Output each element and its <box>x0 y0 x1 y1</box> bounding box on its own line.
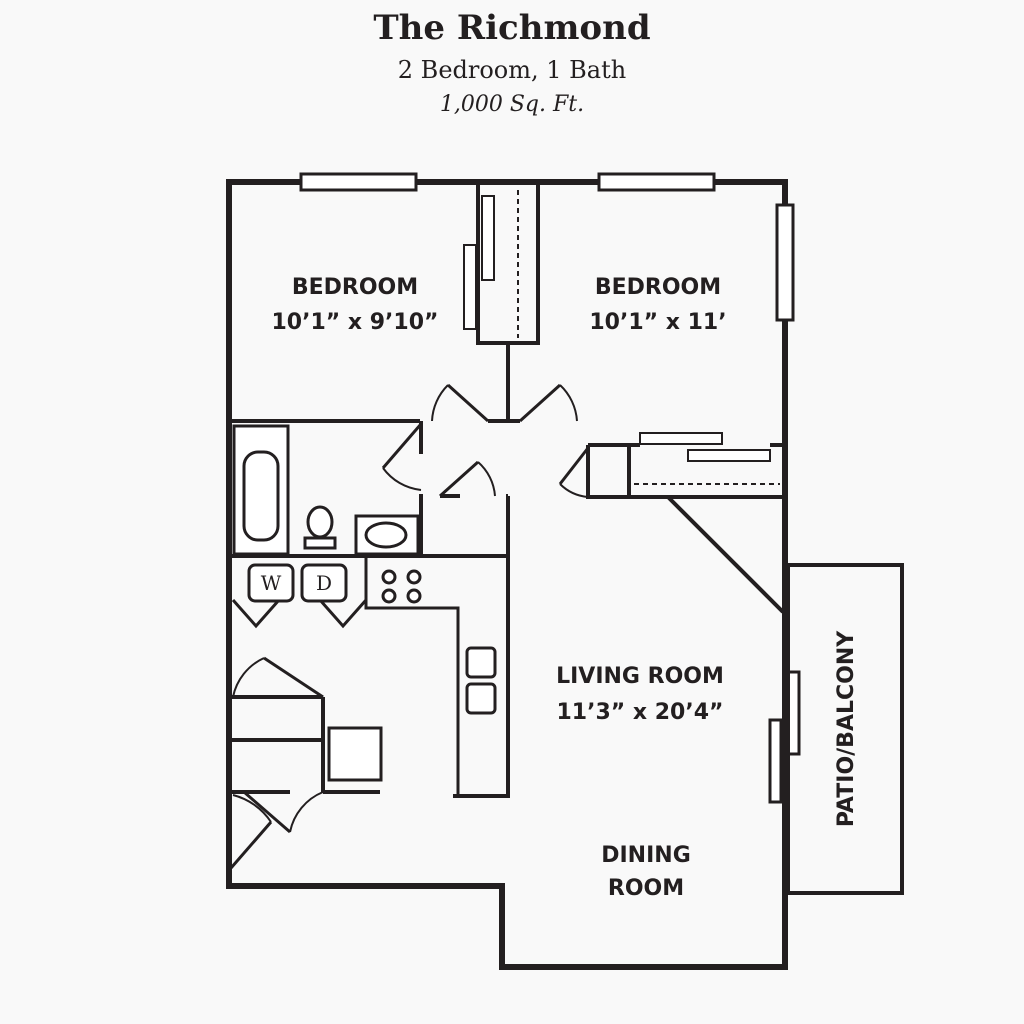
window-top-left <box>299 172 418 192</box>
kitchen-fixtures <box>247 556 497 796</box>
refrigerator <box>327 726 383 782</box>
kitchen-sink-basin <box>465 682 497 715</box>
kitchen-sink-basin <box>465 646 497 679</box>
washer-label: W <box>261 571 282 595</box>
patio-label: PATIO/BALCONY <box>834 630 859 827</box>
dryer-label: D <box>316 571 332 595</box>
window-top-right <box>597 172 716 192</box>
bedroom-left-name: BEDROOM <box>292 275 418 300</box>
burner <box>381 569 397 585</box>
plan-title: The Richmond <box>373 8 651 48</box>
bedroom-left-size: 10’1” x 9’10” <box>272 310 439 335</box>
living-room-name: LIVING ROOM <box>556 664 724 689</box>
washer <box>247 563 295 603</box>
bathroom-fixtures <box>232 424 420 556</box>
toilet <box>306 505 334 539</box>
burner <box>381 588 397 604</box>
toilet-tank <box>303 536 337 550</box>
patio-balcony <box>786 563 904 895</box>
bathtub-basin <box>242 450 280 542</box>
window-right <box>775 203 795 322</box>
burner <box>406 569 422 585</box>
sink <box>364 521 408 549</box>
dining-room-line2: ROOM <box>608 876 684 901</box>
plan-subtitle: 2 Bedroom, 1 Bath <box>397 56 627 84</box>
doors <box>229 383 590 869</box>
dryer <box>300 563 348 603</box>
dining-room-line1: DINING <box>601 843 691 868</box>
burner <box>406 588 422 604</box>
living-room-size: 11’3” x 20’4” <box>557 700 724 725</box>
plan-area: 1,000 Sq. Ft. <box>439 92 585 117</box>
windows <box>299 172 795 322</box>
kitchen-counter <box>364 556 460 796</box>
closet-details <box>463 190 780 485</box>
bedroom-right-name: BEDROOM <box>595 275 721 300</box>
bedroom-right-size: 10’1” x 11’ <box>589 310 726 335</box>
